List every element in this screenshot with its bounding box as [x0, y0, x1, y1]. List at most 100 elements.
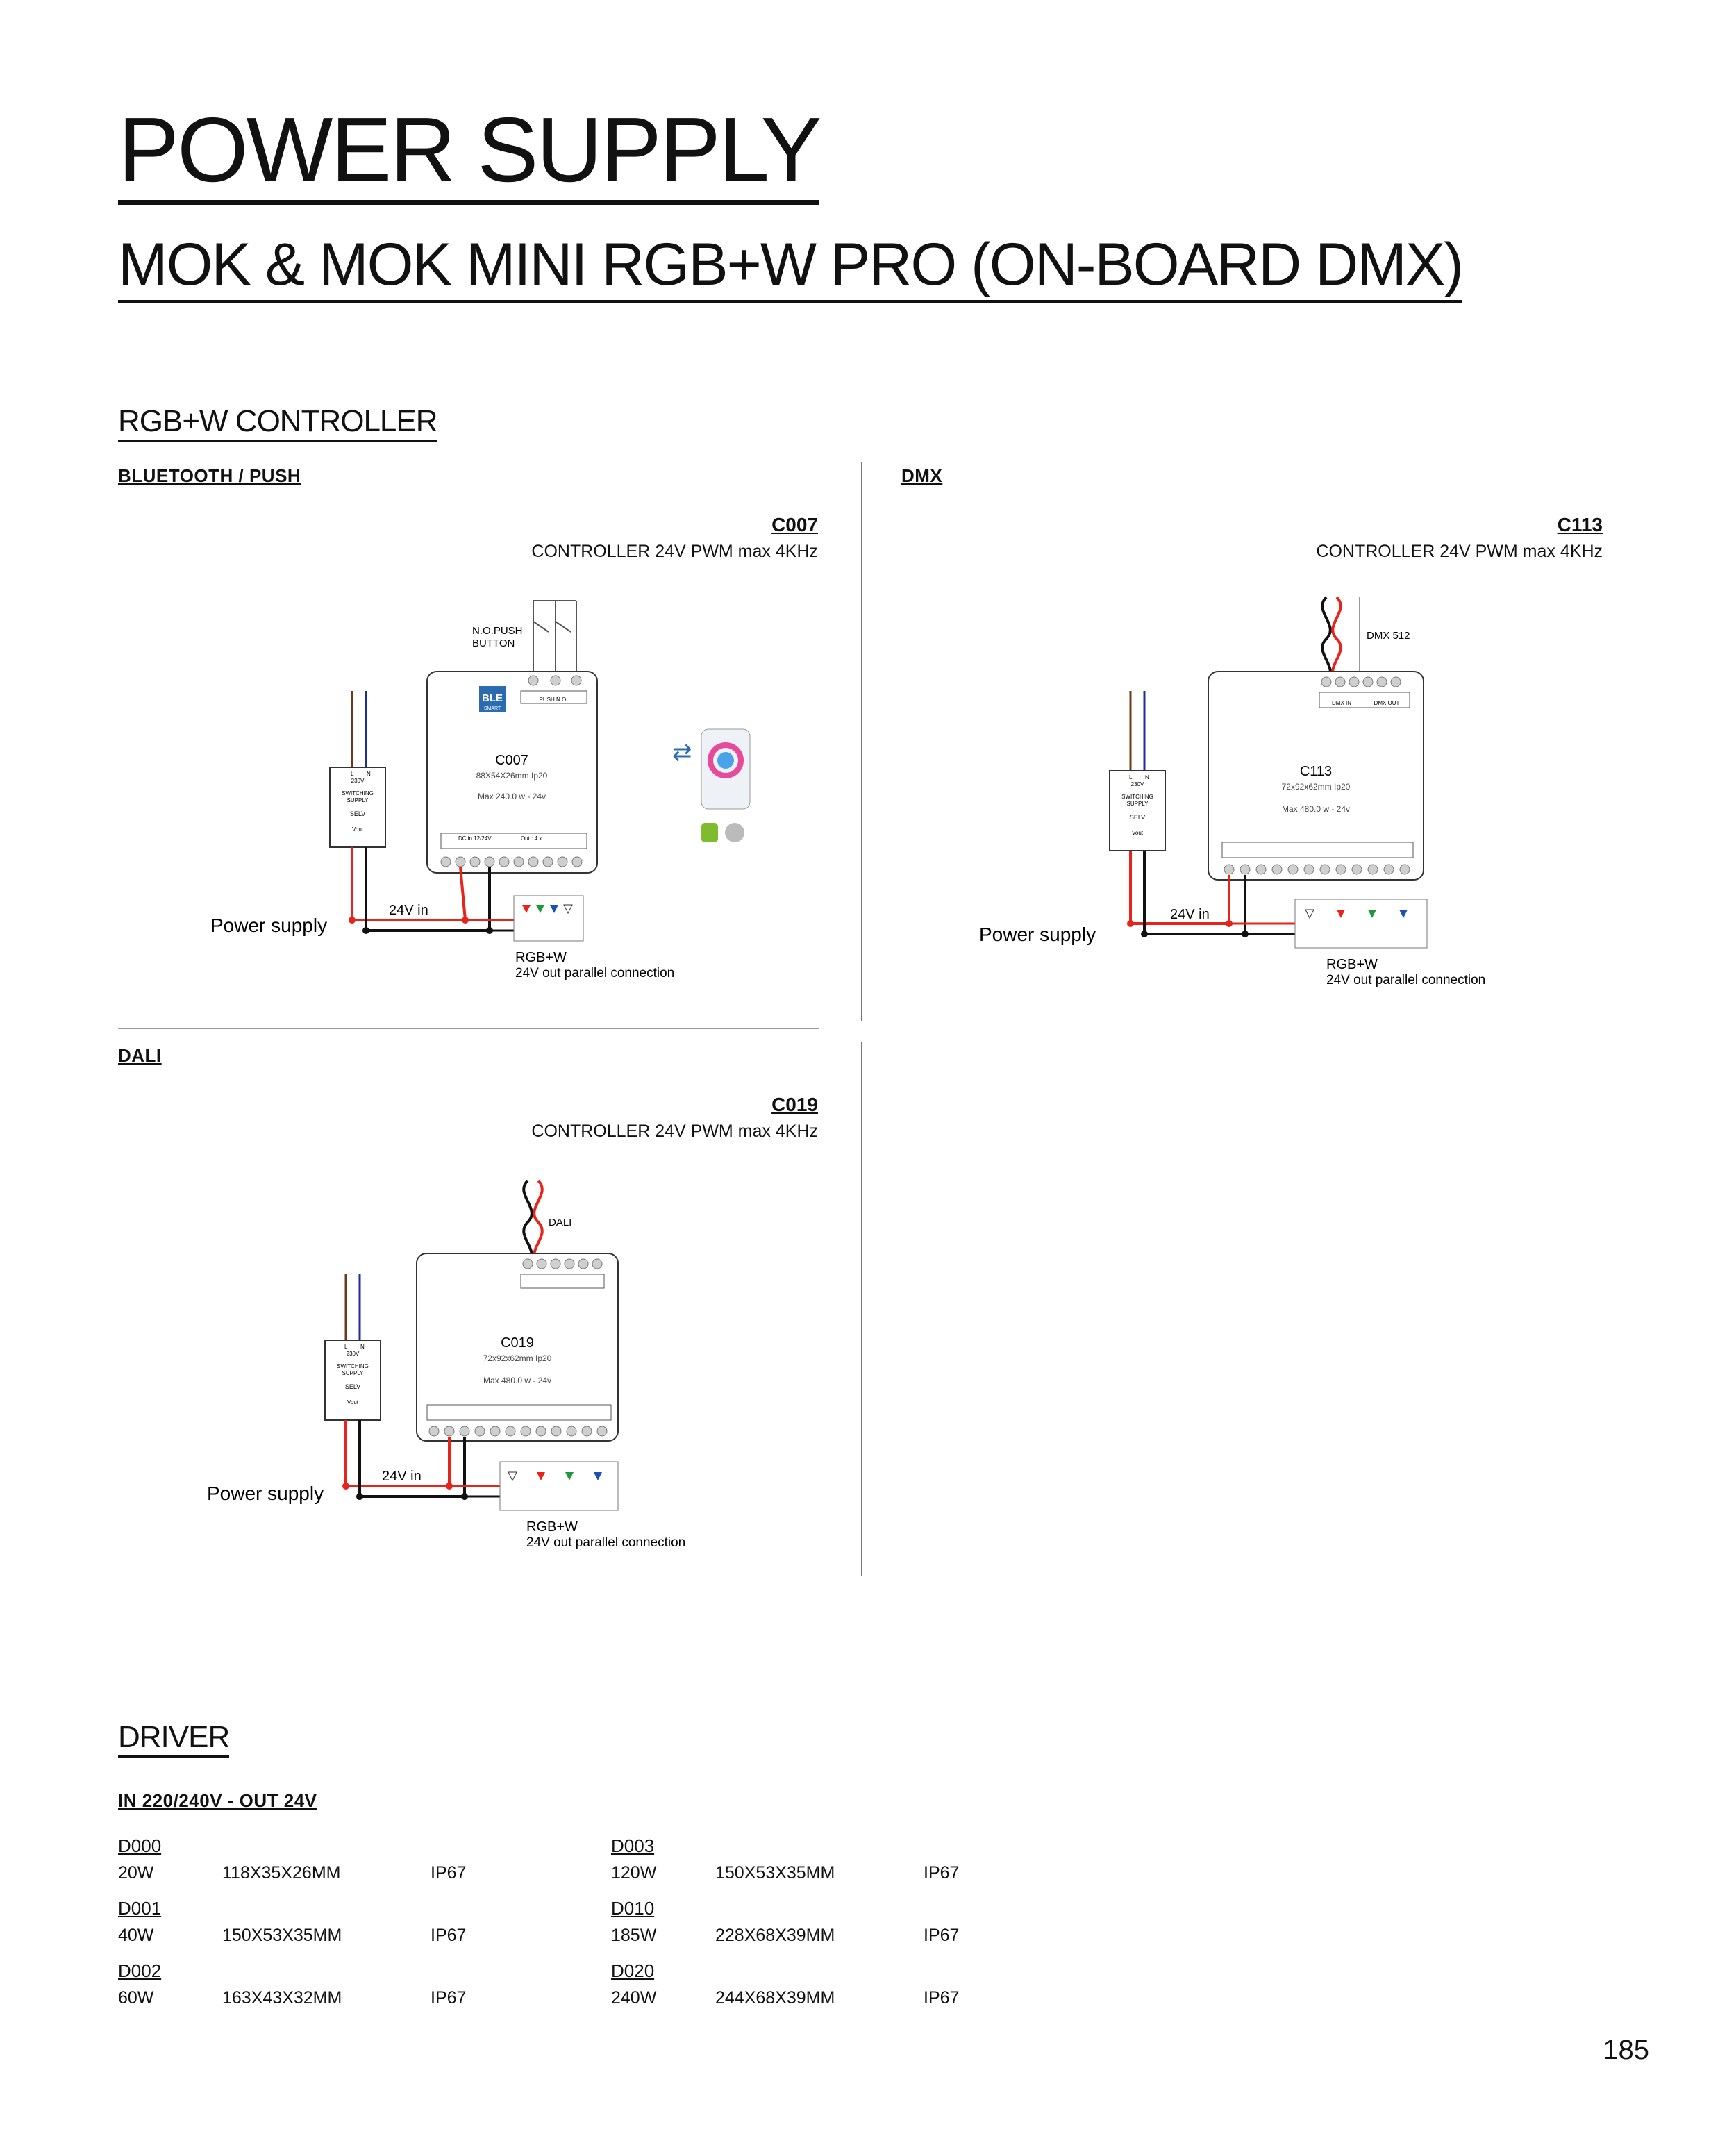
driver-code-d000: D000 — [118, 1835, 162, 1856]
positive-wire — [344, 1420, 451, 1487]
led-red-icon — [522, 905, 531, 913]
wire-joint — [356, 1493, 363, 1500]
driver-subheading: IN 220/240V - OUT 24V — [118, 1790, 317, 1811]
ps-volt-label: 230V — [347, 1351, 360, 1357]
ps-line1: SWITCHING — [342, 790, 374, 796]
ps-l-label: L — [1129, 774, 1133, 781]
driver-ip: IP67 — [924, 1926, 960, 1945]
led-strip-box — [513, 895, 584, 942]
ps-line2: SUPPLY — [347, 797, 369, 803]
output-label: RGB+W — [1326, 957, 1378, 972]
driver-code-d010: D010 — [611, 1898, 655, 1919]
driver-power: 120W — [611, 1863, 657, 1883]
ble-badge-sub: SMART — [484, 706, 501, 711]
driver-ip: IP67 — [924, 1863, 960, 1883]
bus-label: DALI — [549, 1217, 571, 1228]
device-name: C007 — [495, 753, 528, 768]
dali-label-box — [520, 1274, 605, 1289]
power-supply-label: Power supply — [210, 915, 327, 936]
driver-power: 240W — [611, 1988, 657, 2008]
driver-ip: IP67 — [924, 1988, 960, 2008]
switching-supply-box — [1109, 770, 1166, 851]
ps-selv: SELV — [345, 1383, 360, 1390]
driver-ip: IP67 — [431, 1926, 467, 1945]
ps-l-label: L — [344, 1344, 348, 1350]
led-white-icon — [1305, 909, 1314, 919]
product-code-c007: C007 — [771, 514, 818, 535]
wire-joint — [362, 927, 369, 934]
page-title: POWER SUPPLY — [118, 104, 821, 205]
device-max: Max 480.0 w - 24v — [1282, 804, 1350, 814]
push-terminal-label-box — [520, 690, 587, 704]
push-button-wires — [533, 600, 577, 677]
input-label: 24V in — [389, 903, 428, 918]
section-heading-driver: DRIVER — [118, 1722, 230, 1758]
product-desc-c007: CONTROLLER 24V PWM max 4KHz — [531, 542, 818, 561]
push-terminal-label: PUSH N.O. — [540, 697, 568, 703]
ps-n-label: N — [360, 1344, 365, 1350]
device-dims: 72x92x62mm Ip20 — [483, 1353, 552, 1363]
wiring-diagram-c113: DMX 512 DMX IN DMX OUT C113 72x92x62mm I… — [979, 596, 1485, 987]
dc-in-label: DC in 12/24V — [458, 835, 492, 842]
dmx-in-label: DMX IN — [1332, 700, 1351, 706]
controller-body — [426, 671, 598, 874]
section-heading-controller: RGB+W CONTROLLER — [118, 406, 438, 442]
bottom-terminal-labels — [440, 833, 587, 849]
switching-supply-box — [324, 1340, 381, 1421]
negative-wire — [1143, 851, 1246, 935]
dmx-cable — [1321, 596, 1342, 682]
driver-code-d002: D002 — [118, 1960, 162, 1981]
controller-body — [416, 1253, 619, 1442]
top-terminals — [522, 1258, 603, 1269]
top-terminals — [1321, 676, 1401, 687]
wire-joint — [462, 917, 469, 924]
wire-joint — [342, 1483, 349, 1490]
led-strip-box — [499, 1461, 619, 1511]
input-label: 24V in — [1170, 907, 1210, 922]
dmx-out-label: DMX OUT — [1374, 700, 1400, 706]
wire-joint — [446, 1483, 453, 1490]
positive-wire — [351, 847, 467, 921]
ps-line2: SUPPLY — [1127, 801, 1149, 807]
driver-size: 118X35X26MM — [222, 1863, 341, 1883]
push-label-2: BUTTON — [472, 637, 515, 649]
dmx-label-box — [1319, 692, 1410, 708]
led-strip-box — [1294, 899, 1428, 949]
led-red-icon — [537, 1472, 545, 1480]
device-name: C019 — [501, 1335, 534, 1351]
positive-wire — [1129, 851, 1230, 925]
color-wheel-icon — [708, 742, 744, 778]
driver-ip: IP67 — [431, 1863, 467, 1883]
negative-wire — [358, 1420, 466, 1498]
negative-wire — [365, 847, 491, 932]
driver-code-d020: D020 — [611, 1960, 655, 1981]
wire-joint — [1242, 931, 1249, 937]
wire-joint — [1141, 931, 1148, 937]
driver-code-d003: D003 — [611, 1835, 655, 1856]
wire-joint — [1127, 920, 1134, 927]
led-blue-icon — [594, 1472, 602, 1480]
wiring-diagram-c019: DALI C019 72x92x62mm Ip20 Max 480.0 w - … — [207, 1179, 685, 1550]
column-divider — [861, 462, 862, 1021]
led-red-icon — [1337, 910, 1345, 918]
wire-joint — [486, 927, 493, 934]
block-divider — [118, 1028, 819, 1029]
ps-volt-label: 230V — [351, 778, 365, 784]
page-number: 185 — [1603, 2035, 1649, 2065]
bottom-terminals — [428, 1426, 608, 1437]
output-label: RGB+W — [526, 1519, 578, 1535]
apple-icon — [725, 823, 744, 842]
led-white-icon — [508, 1471, 517, 1482]
driver-size: 228X68X39MM — [715, 1926, 835, 1945]
ble-badge-text: BLE — [482, 692, 503, 704]
ps-vout: Vout — [347, 1399, 359, 1406]
product-code-c113: C113 — [1557, 514, 1603, 535]
color-wheel-center — [717, 752, 734, 769]
bottom-terminals — [440, 856, 583, 867]
ps-n-label: N — [1145, 774, 1149, 781]
driver-power: 60W — [118, 1988, 154, 2008]
power-supply-label: Power supply — [979, 924, 1096, 945]
driver-size: 150X53X35MM — [222, 1926, 342, 1945]
top-terminals — [528, 675, 582, 686]
column-divider-lower — [861, 1042, 862, 1576]
